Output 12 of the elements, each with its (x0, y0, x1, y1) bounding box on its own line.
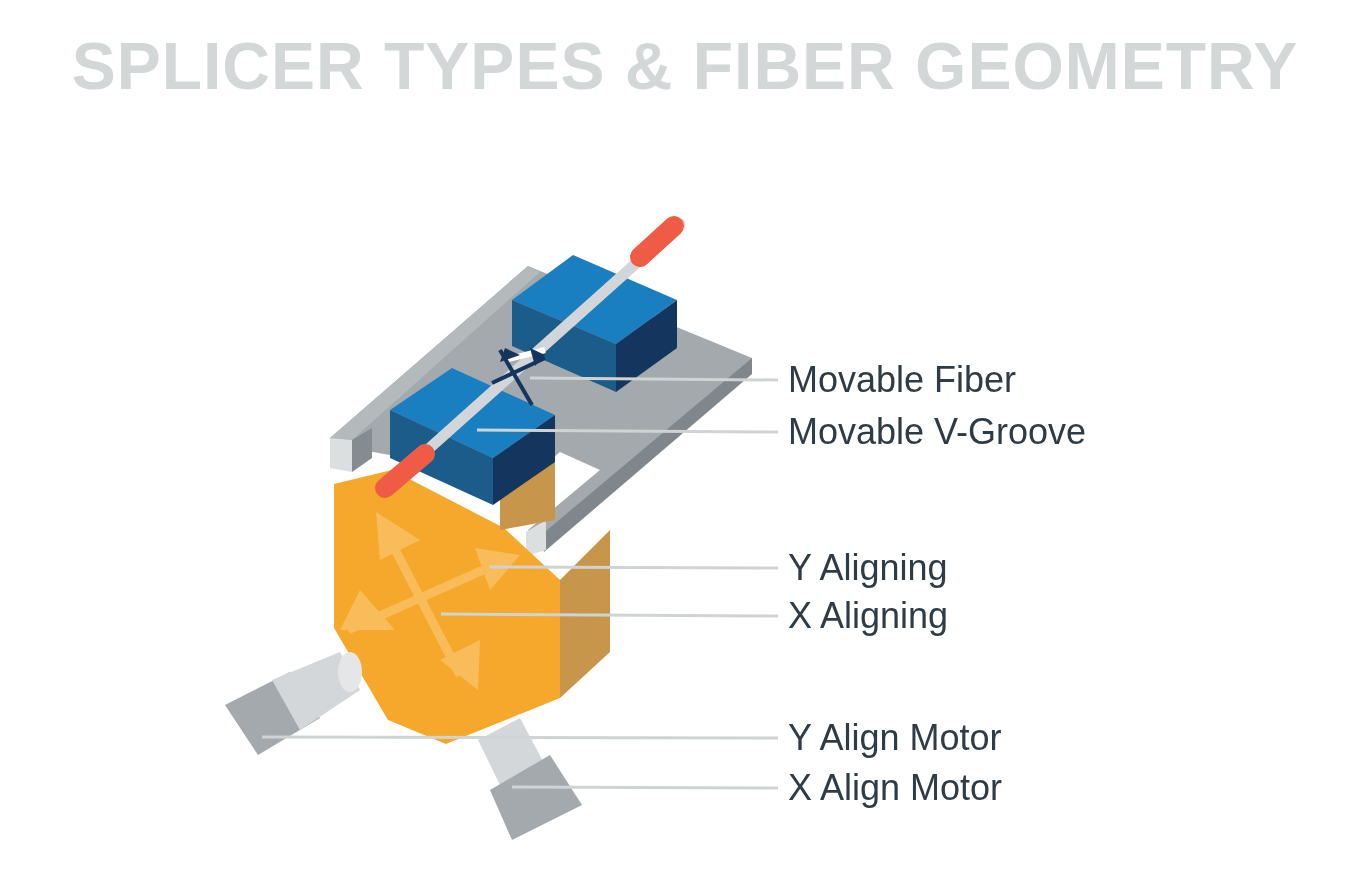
leader-line (490, 565, 778, 570)
leader-line (441, 612, 778, 618)
callout-label: Movable Fiber (778, 358, 1017, 402)
leader-line (530, 376, 778, 382)
callout-label: X Aligning (778, 594, 949, 638)
leader-line (477, 428, 778, 434)
callout-label: Movable V-Groove (778, 410, 1087, 454)
leader-line (262, 735, 778, 740)
callout-label: Y Aligning (778, 546, 948, 590)
leader-line (512, 785, 778, 790)
callout-label: X Align Motor (778, 766, 1003, 810)
callout-label: Y Align Motor (778, 716, 1002, 760)
